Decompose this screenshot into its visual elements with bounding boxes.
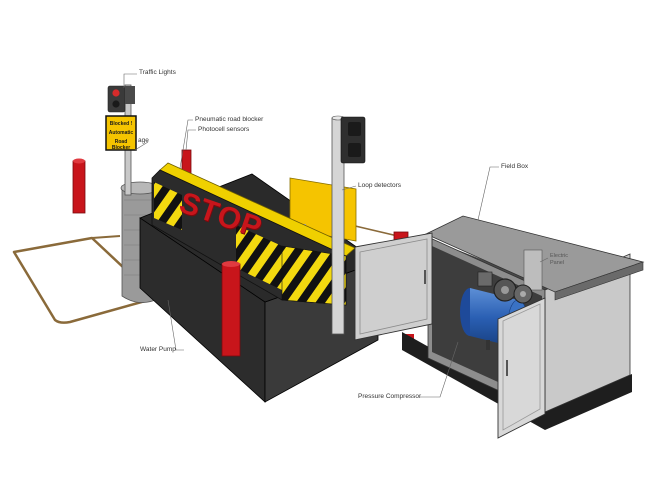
label-field-box: Field Box bbox=[501, 163, 529, 170]
sign-text-line2: Automatic bbox=[108, 130, 134, 136]
label-pressure-compressor: Pressure Compressor bbox=[358, 393, 422, 400]
label-signage: age bbox=[138, 137, 149, 144]
pressure-compressor bbox=[460, 271, 533, 350]
label-electric-panel-1: Electric bbox=[550, 253, 569, 259]
label-pneumatic-road-blocker: Pneumatic road blocker bbox=[195, 116, 264, 123]
field-box-door-right bbox=[497, 297, 546, 439]
field-box-door-left bbox=[354, 232, 433, 341]
label-photocell-sensors: Photocell sensors bbox=[198, 126, 250, 133]
label-water-pump: Water Pump bbox=[140, 346, 176, 353]
label-traffic-lights: Traffic Lights bbox=[139, 69, 176, 76]
info-sign bbox=[105, 115, 137, 151]
traffic-light-right bbox=[331, 115, 366, 335]
ground-loop-detector bbox=[12, 236, 158, 324]
blocker-plate bbox=[151, 162, 356, 306]
label-electric-panel-2: Panel bbox=[550, 260, 565, 266]
bollard-front bbox=[221, 261, 241, 357]
label-loop-detectors: Loop detectors bbox=[358, 182, 402, 189]
label-leader-lines bbox=[123, 73, 549, 398]
sign-text-line3: Road Blocker bbox=[111, 139, 131, 151]
sign-text-line1: Blocked ! bbox=[109, 121, 133, 127]
bollard-left bbox=[72, 158, 86, 214]
